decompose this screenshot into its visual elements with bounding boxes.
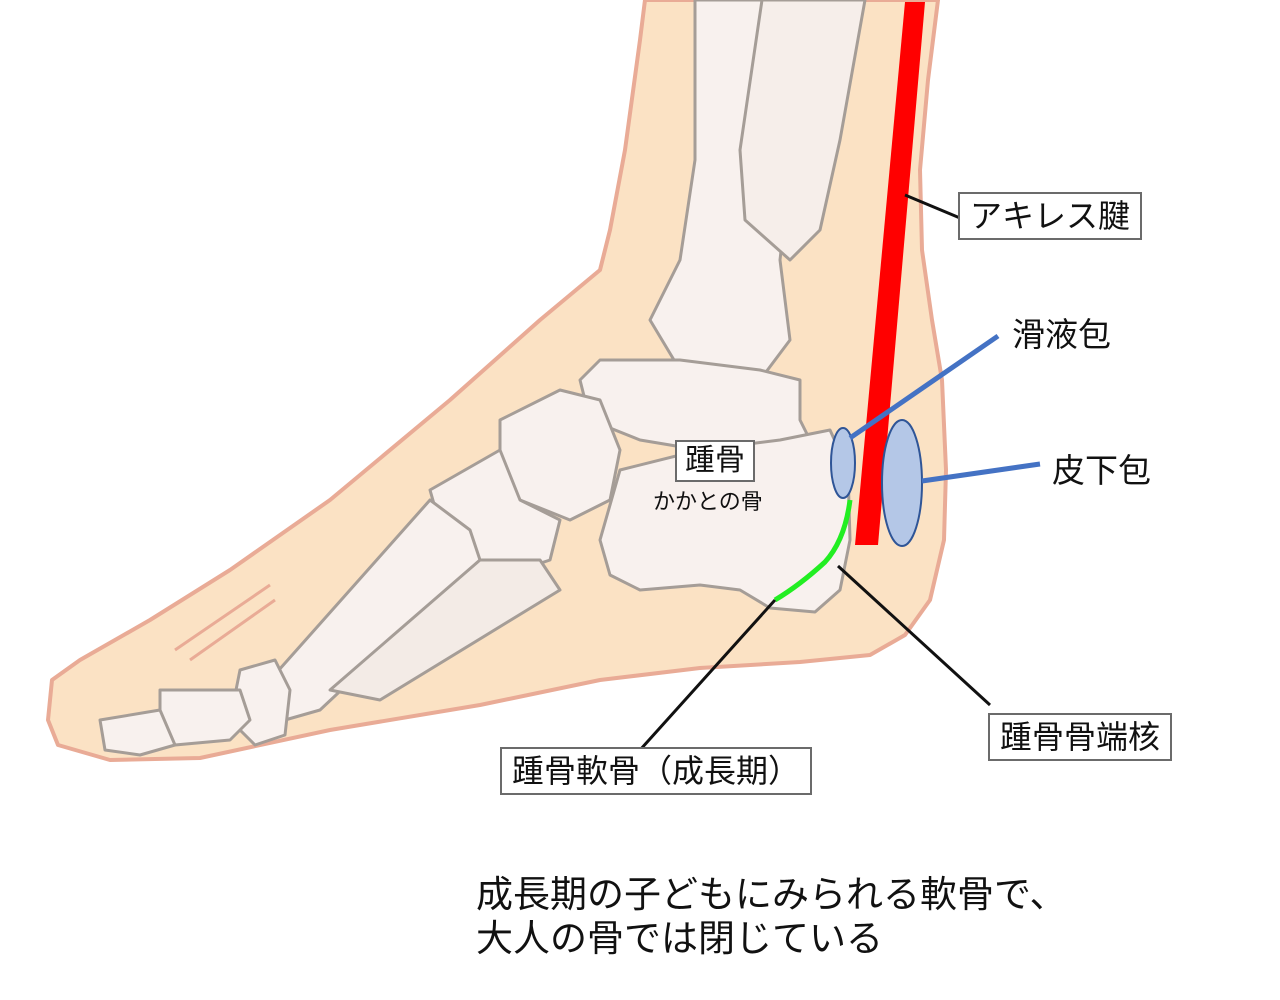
synovial-bursa-label: 滑液包 [1012, 315, 1111, 354]
caption-line-2: 大人の骨では閉じている [476, 917, 883, 960]
caption: 成長期の子どもにみられる軟骨で、 大人の骨では閉じている [476, 873, 1067, 961]
achilles-tendon [855, 2, 925, 545]
achilles-tendon-label: アキレス腱 [958, 192, 1143, 240]
calcaneal-cartilage-leader-line [638, 598, 777, 752]
foot-crease [174, 583, 271, 652]
calcaneal-apophysis-leader-line [836, 564, 992, 707]
calcaneal-cartilage-line [773, 499, 853, 603]
calcaneus-sub-label: かかとの骨 [653, 490, 763, 515]
talus-bone [578, 358, 812, 452]
metatarsal-bone [328, 558, 562, 702]
fibula-bone [738, 0, 867, 262]
achilles-leader-line [904, 193, 961, 220]
synovial-bursa [830, 427, 856, 499]
bones [98, 0, 867, 757]
calcaneal-apophysis-label: 踵骨骨端核 [988, 713, 1173, 761]
caption-line-1: 成長期の子どもにみられる軟骨で、 [476, 873, 1067, 916]
calcaneus-label: 踵骨 [675, 440, 755, 482]
subcutaneous-bursa [881, 419, 923, 547]
subcutaneous-bursa-label: 皮下包 [1052, 451, 1151, 490]
subcutaneous-bursa-leader-line [921, 461, 1041, 484]
foot-crease [189, 598, 276, 662]
phalanx-bone [98, 708, 177, 757]
calcaneal-cartilage-label: 踵骨軟骨（成長期） [500, 747, 813, 795]
synovial-bursa-leader-line [848, 333, 1000, 441]
